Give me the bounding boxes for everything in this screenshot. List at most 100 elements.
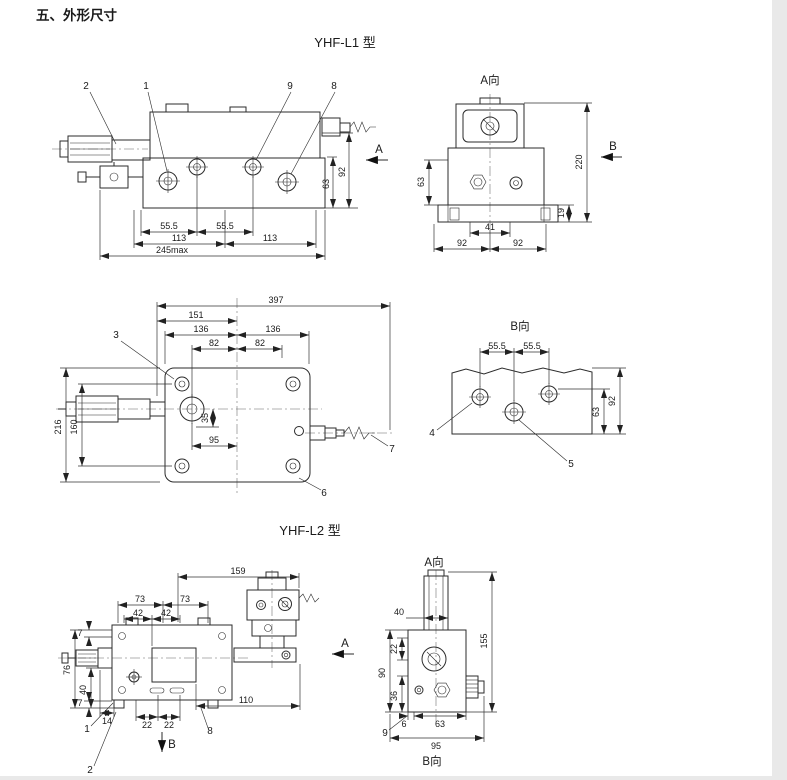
dim-22-a: 22 [142,720,152,730]
l1-view-a-dimensions: 220 63 41 92 92 19 [416,102,592,252]
dim-110: 110 [239,695,253,705]
dim-76: 76 [62,665,72,675]
dim-136-a: 136 [193,324,208,334]
callout-9: 9 [382,728,388,739]
l1-view-b-ports [469,383,560,424]
dim-220: 220 [574,154,584,169]
dim-95: 95 [209,435,219,445]
l1-view-b: B向 55.5 55.5 63 92 4 [429,319,626,470]
dim-42-a: 42 [133,608,143,618]
l1-top-view: 397 151 136 136 82 82 [53,295,395,499]
callout-1: 1 [84,724,90,735]
dim-113-a: 113 [172,233,186,243]
callout-8: 8 [207,726,213,737]
callout-1: 1 [143,81,149,92]
callout-5: 5 [568,459,574,470]
callout-9: 9 [287,81,293,92]
view-arrow-b-label: B [168,739,176,751]
dim-36: 36 [389,691,399,701]
l1-front-view-arrow-a: A [366,144,388,165]
l2-side-view-b-title: B向 [422,754,441,768]
l1-section-title: YHF-L1 型 [314,35,375,50]
dim-136-b: 136 [265,324,280,334]
dim-40: 40 [78,685,88,695]
dim-82-a: 82 [209,338,219,348]
dim-55-b: 55.5 [523,341,541,351]
dim-6: 6 [401,719,406,729]
view-arrow-a-label: A [375,144,383,156]
l1-top-dimensions-left: 216 160 [53,367,172,483]
dim-92: 92 [607,396,617,406]
dim-35: 35 [200,413,210,423]
dim-40: 40 [394,607,404,617]
dim-155: 155 [479,633,489,648]
l2-front-pilot-valve [233,571,320,663]
l1-front-dimensions: 55.5 55.5 113 113 245max 63 92 [99,132,358,260]
callout-8: 8 [331,81,337,92]
l1-view-a-view-arrow-b: B [601,141,622,162]
dim-7-a: 7 [77,628,82,638]
l1-front-connector [321,117,376,137]
l1-view-a-title: A向 [480,73,499,87]
dim-63: 63 [591,407,601,417]
dim-55-b: 55.5 [216,221,234,231]
callout-6: 6 [321,488,327,499]
l1-top-body [164,367,311,483]
callout-3: 3 [113,330,119,341]
l1-front-body [142,103,326,209]
callout-2: 2 [87,765,93,776]
l2-side-body [407,569,485,713]
dim-22: 22 [389,644,399,654]
dim-92-b: 92 [513,238,523,248]
l1-view-b-callouts: 4 5 [429,402,574,470]
l1-top-dimensions-top: 397 151 136 136 82 82 [156,295,391,430]
l1-top-callouts: 3 6 7 [113,330,395,499]
dim-73-b: 73 [180,594,190,604]
l2-front-dimensions-left: 7 76 40 7 [62,621,124,717]
l2-side-callouts: 9 [382,715,408,739]
dim-63: 63 [321,179,331,189]
l1-front-callouts: 2 1 9 8 [83,81,337,175]
dimension-drawing: 五、外形尺寸 YHF-L1 型 [36,7,626,776]
l2-side-view: A向 40 22 [377,555,497,768]
page-title: 五、外形尺寸 [36,7,117,23]
l1-top-connector [309,425,375,441]
l1-front-solenoid [52,135,151,189]
dim-113-b: 113 [263,233,277,243]
dim-216: 216 [53,419,63,434]
l1-view-a: A向 220 63 41 [416,73,622,252]
dim-397: 397 [268,295,283,305]
dim-41: 41 [485,222,495,232]
dim-159: 159 [230,566,245,576]
dim-90: 90 [377,668,387,678]
dim-19: 19 [556,208,566,218]
view-arrow-a-label: A [341,638,349,650]
dim-22-b: 22 [164,720,174,730]
l1-top-dimensions-inner: 35 95 [191,409,237,450]
dim-245max: 245max [156,245,189,255]
l2-side-dimensions: 40 22 90 36 155 6 63 95 [377,571,497,751]
l2-front-dimensions-bottom: 14 22 22 110 [99,664,301,730]
l2-side-view-a-title: A向 [424,555,443,569]
l2-front-view: A 159 73 73 42 42 [58,566,354,776]
l2-front-callouts: 1 8 2 [84,702,213,776]
dim-63: 63 [435,719,445,729]
dim-160: 160 [69,419,79,434]
document-page: 五、外形尺寸 YHF-L1 型 [0,0,772,776]
dim-73-a: 73 [135,594,145,604]
l1-view-b-title: B向 [510,319,529,333]
dim-82-b: 82 [255,338,265,348]
callout-2: 2 [83,81,89,92]
l2-front-view-arrow-b: B [157,732,176,752]
l2-front-dimensions-top: 159 73 73 42 42 [117,566,300,646]
dim-55-a: 55.5 [160,221,178,231]
dim-151: 151 [188,310,203,320]
callout-4: 4 [429,428,435,439]
l1-view-b-dimensions: 55.5 55.5 63 92 [479,341,626,435]
l2-front-body [111,617,233,709]
l1-front-ports [156,156,299,194]
view-arrow-b-label: B [609,141,617,153]
dim-63: 63 [416,177,426,187]
dim-42-b: 42 [161,608,171,618]
l2-section-title: YHF-L2 型 [279,523,340,538]
